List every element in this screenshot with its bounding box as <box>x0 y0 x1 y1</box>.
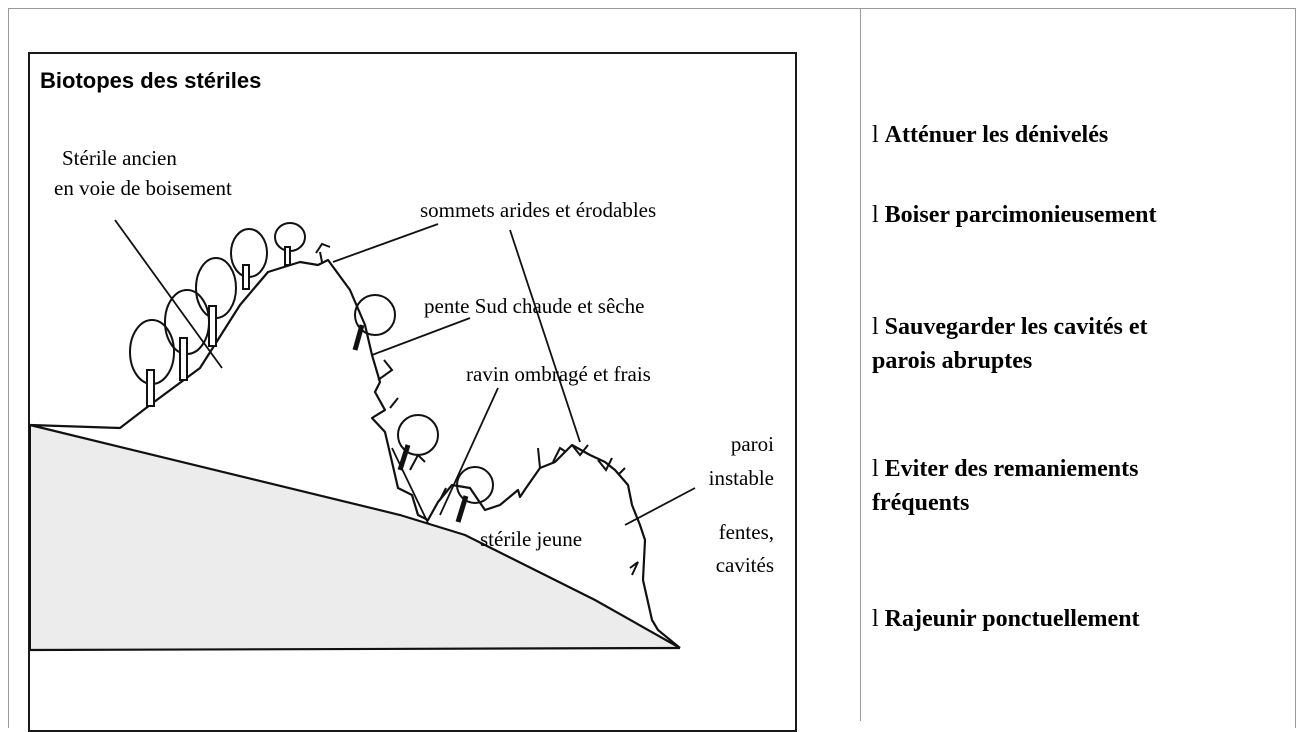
tree <box>355 295 395 350</box>
action-text: Atténuer les dénivelés <box>885 122 1109 148</box>
bullet-marker: l <box>872 314 879 340</box>
bullet-marker: l <box>872 606 879 632</box>
bullet-marker: l <box>872 456 879 482</box>
action-text: Rajeunir ponctuellement <box>885 606 1140 632</box>
ground-base <box>30 425 680 650</box>
bullet-marker: l <box>872 202 879 228</box>
label-summits: sommets arides et érodables <box>420 198 656 222</box>
label-old-heap-line1: Stérile ancien <box>62 146 177 170</box>
label-unstable-wall-line1: paroi <box>690 432 774 456</box>
tree <box>196 258 236 346</box>
action-text-continued: parois abruptes <box>872 348 1032 374</box>
tree <box>275 223 305 265</box>
label-unstable-wall-line2: instable <box>670 466 774 490</box>
label-ravine: ravin ombragé et frais <box>466 362 651 386</box>
tree <box>398 415 438 470</box>
action-text: Eviter des remaniements <box>885 456 1139 482</box>
action-text-continued: fréquents <box>872 490 969 516</box>
label-south-slope: pente Sud chaude et sêche <box>424 294 644 318</box>
diagram-title: Biotopes des stériles <box>40 68 261 94</box>
label-cracks-line1: fentes, <box>690 520 774 544</box>
label-cracks-line2: cavités <box>690 553 774 577</box>
label-old-heap-line2: en voie de boisement <box>54 176 232 200</box>
label-young-heap: stérile jeune <box>480 527 582 551</box>
action-text: Boiser parcimonieusement <box>885 202 1157 228</box>
action-text: Sauvegarder les cavités et <box>885 314 1148 340</box>
bullet-marker: l <box>872 122 879 148</box>
